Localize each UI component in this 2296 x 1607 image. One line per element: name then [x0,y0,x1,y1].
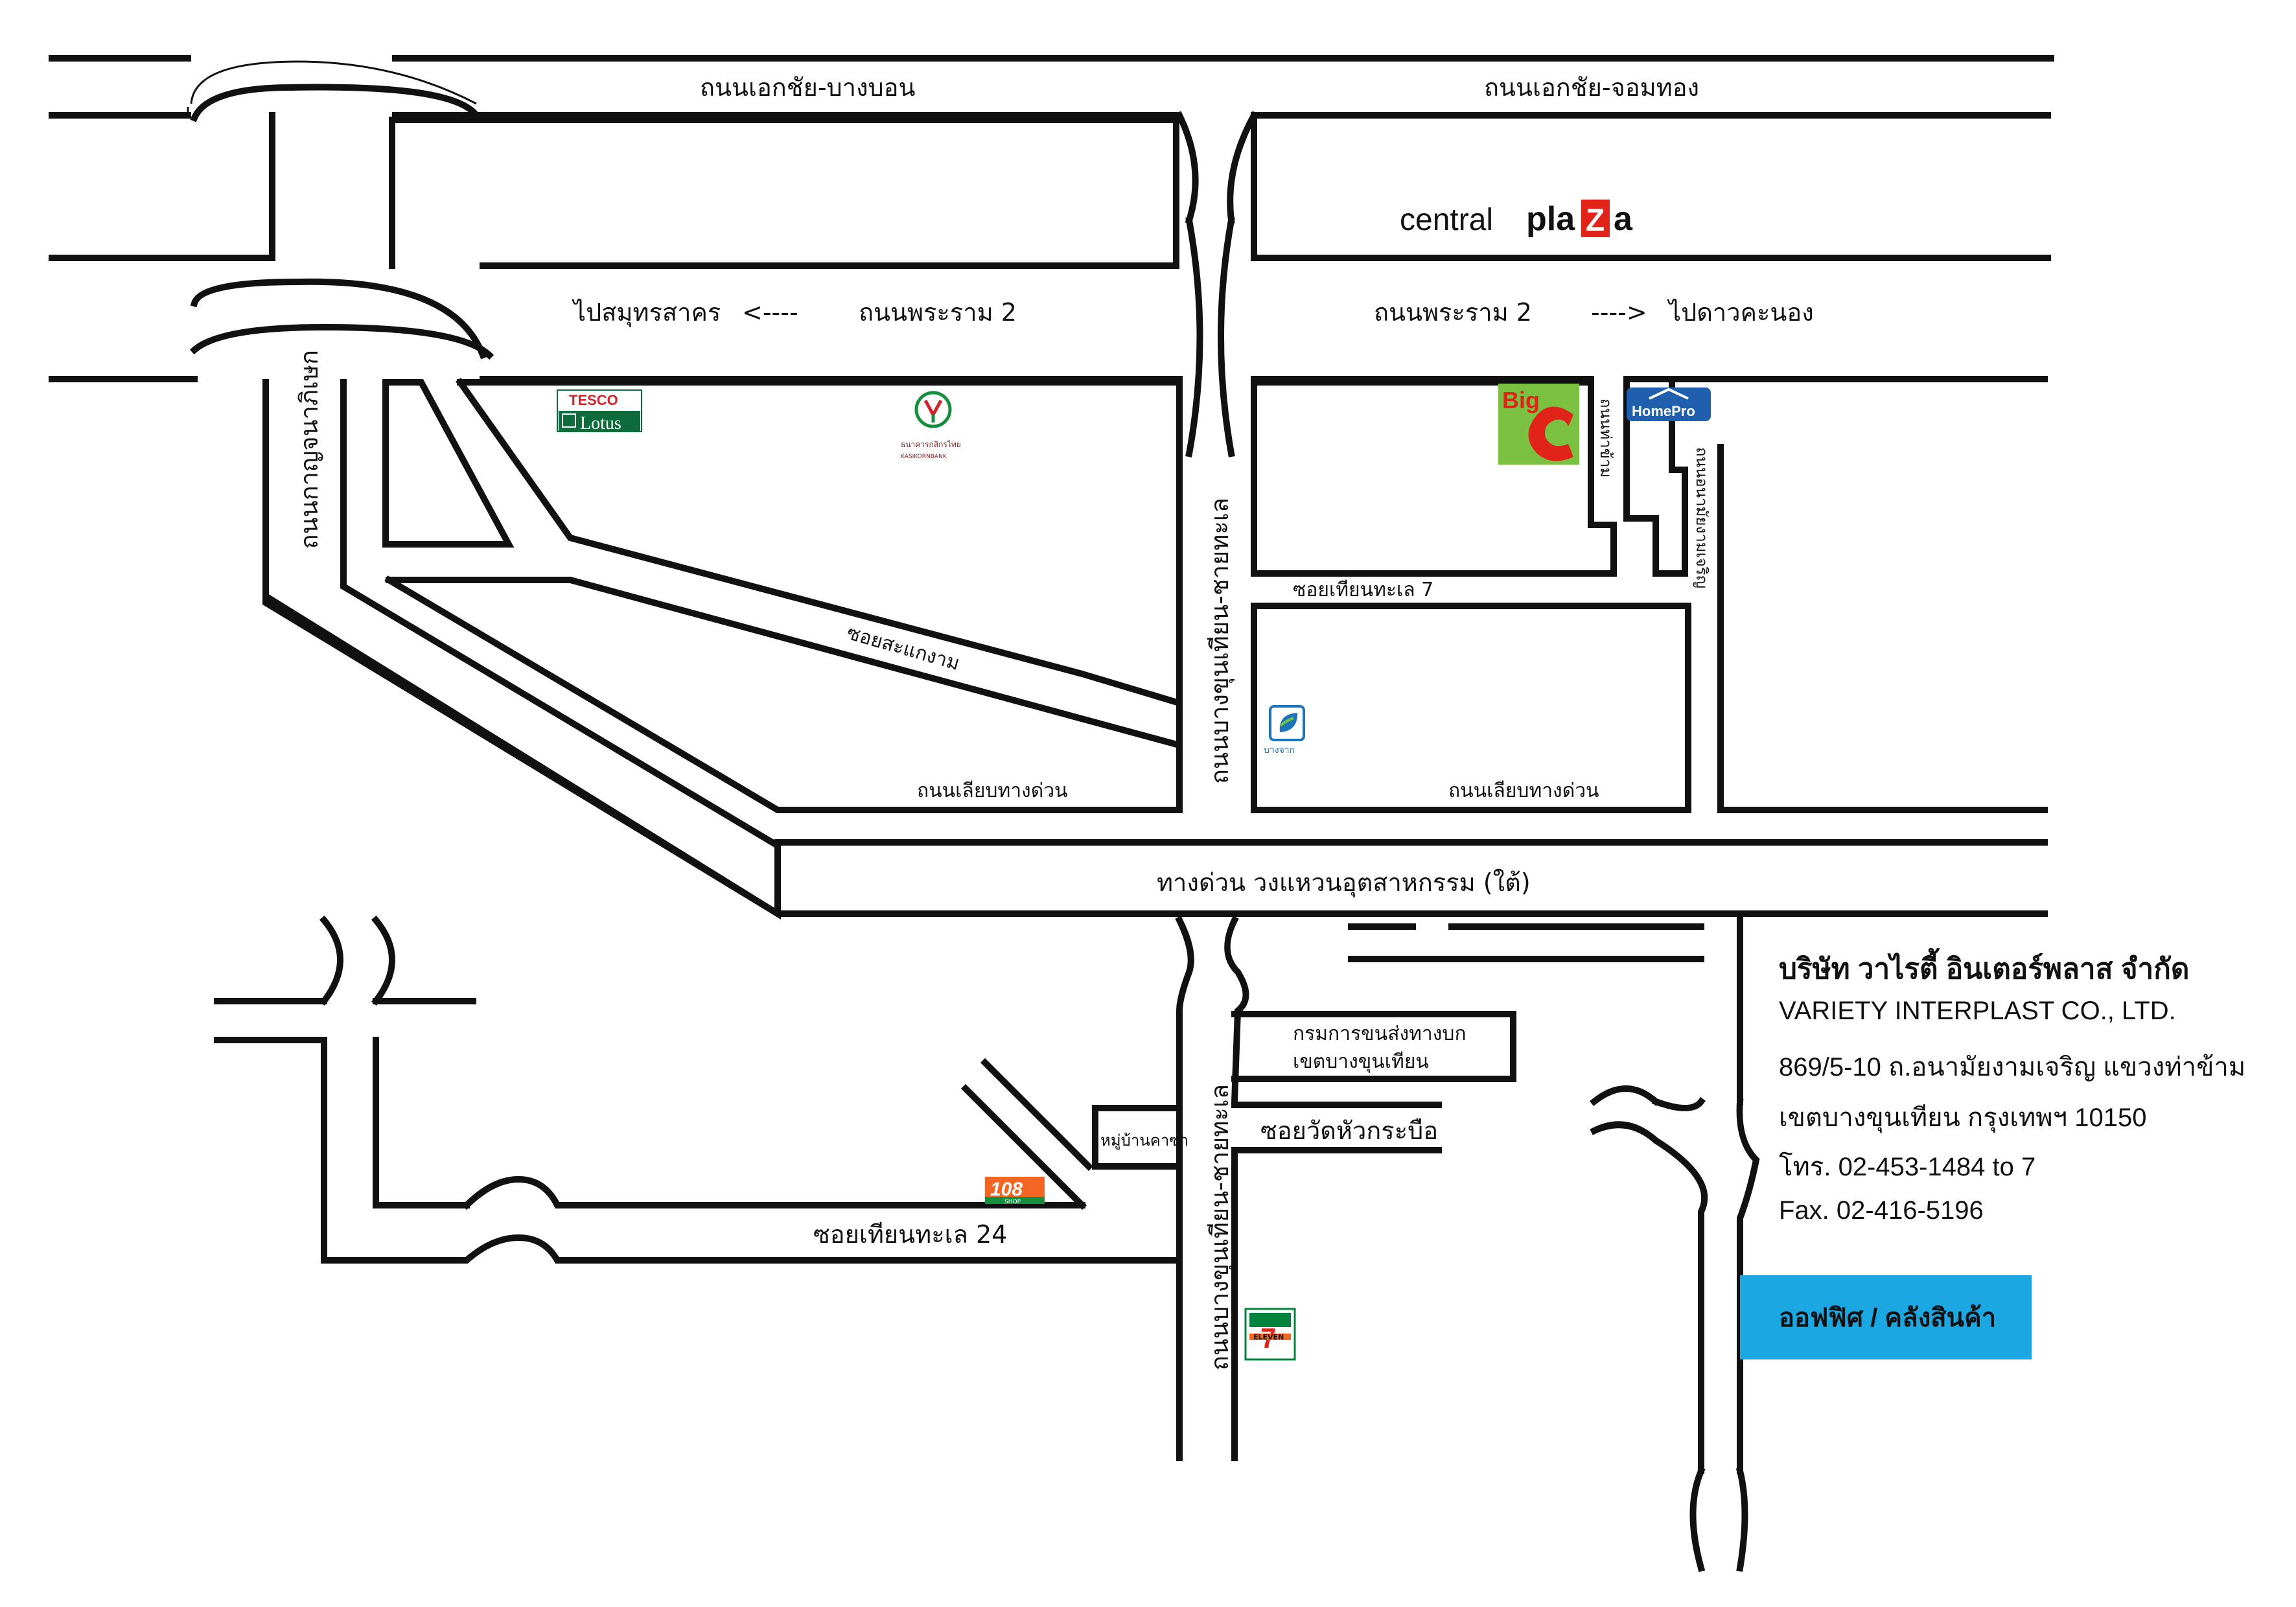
kanchanaphisek-overpass [189,60,494,360]
shop108-sub-text: SHOP [1004,1199,1021,1205]
seven-text: ELEVEN [1253,1333,1284,1341]
central-plaza-text-b: pla [1526,200,1575,238]
block-bangchak [1251,603,1691,813]
label-soi-wat-hua-krabue: ซอยวัดหัวกระบือ [1260,1116,1438,1145]
label-frontage-right: ถนนเลียบทางด่วน [1448,780,1599,802]
label-rama2-left: ถนนพระราม 2 [859,298,1017,327]
label-ekkachai-chomthong: ถนนเอกชัย-จอมทอง [1484,73,1699,102]
label-bangkhunthian-lower: ถนนบางขุนเทียน-ชายทะเล [1205,1084,1235,1370]
homepro-text: HomePro [1632,403,1695,419]
label-expressway: ทางด่วน วงแหวนอุตสาหกรรม (ใต้) [1157,868,1531,897]
kasikorn-bank-logo: ธนาคารกสิกรไทย KASIKORNBANK [901,391,961,460]
company-address-1: 869/5-10 ถ.อนามัยงามเจริญ แขวงท่าข้าม [1779,1053,2246,1081]
company-address-2: เขตบางขุนเทียน กรุงเทพฯ 10150 [1779,1104,2147,1132]
label-to-daokhanong: ไปดาวคะนอง [1667,298,1814,327]
homepro-logo: HomePro [1627,387,1711,421]
central-plaza-z-box [1581,200,1610,237]
lower-roads [214,915,1760,1573]
bangkhunthian-overpass [1175,111,1258,457]
dlt-line1: กรมการขนส่งทางบก [1293,1023,1467,1045]
tesco-lotus-logo: TESCO Lotus [557,389,642,434]
village-text: หมู่บ้านคาซ่า [1100,1131,1189,1150]
bangchak-text: บางจาก [1264,745,1295,756]
kbank-name: ธนาคารกสิกรไทย [901,440,961,449]
label-to-samutsakhon: ไปสมุทรสาคร [572,298,721,327]
block-ekkachai-rama2-right [1251,117,2051,261]
label-frontage-left: ถนนเลียบทางด่วน [917,780,1068,802]
central-plaza-text-c: Z [1586,203,1605,238]
shop108-logo: 108 SHOP [985,1177,1045,1205]
kbank-en: KASIKORNBANK [901,454,947,460]
label-arrow-right: ----> [1591,298,1647,327]
road-labels: ถนนเอกชัย-บางบอน ถนนเอกชัย-จอมทอง ไปสมุท… [295,73,1814,1370]
seven-eleven-logo: 7 ELEVEN [1244,1308,1296,1361]
label-ekkachai-bangbon: ถนนเอกชัย-บางบอน [700,73,916,102]
dlt-line2: เขตบางขุนเทียน [1293,1050,1429,1074]
office-label: ออฟฟิศ / คลังสินค้า [1779,1304,1997,1332]
label-soi-thian-thale-7: ซอยเทียนทะเล 7 [1293,579,1433,601]
dlt-office-label: กรมการขนส่งทางบก เขตบางขุนเทียน [1293,1023,1467,1074]
central-plaza-text-a: central [1400,203,1493,237]
label-rama2-right: ถนนพระราม 2 [1374,298,1532,327]
village-label: หมู่บ้านคาซ่า [1100,1131,1189,1150]
lotus-text: Lotus [580,413,621,434]
label-kanchanaphisek: ถนนกาญจนาภิเษก [295,350,323,549]
central-plaza-logo: central pla Z a [1400,200,1633,238]
company-name-en: VARIETY INTERPLAST CO., LTD. [1779,997,2176,1025]
label-soi-thian-thale-24: ซอยเทียนทะเล 24 [813,1220,1007,1249]
label-arrow-left: <---- [742,298,798,327]
bigc-logo: Big [1498,384,1579,465]
company-name-th: บริษัท วาไรตี้ อินเตอร์พลาส จำกัด [1779,953,2190,985]
label-road-near-bigc: ถนนท่าข้าม [1597,399,1615,478]
block-ekkachai-rama2-left [49,112,1179,269]
company-fax: Fax. 02-416-5196 [1779,1196,1984,1225]
bigc-text: Big [1502,387,1540,413]
bangchak-logo: บางจาก [1264,705,1305,756]
label-bangkhunthian-upper: ถนนบางขุนเทียน-ชายทะเล [1205,498,1235,784]
office-warehouse-marker: ออฟฟิศ / คลังสินค้า [1740,1275,2032,1359]
shop108-text: 108 [990,1179,1023,1200]
tesco-text: TESCO [569,392,618,408]
ekkachai-road [49,55,2054,119]
company-phone: โทร. 02-453-1484 to 7 [1779,1153,2036,1181]
label-road-anamai: ถนนอนามัยงามเจริญ [1693,447,1711,588]
expressway-road [262,596,2048,917]
central-plaza-text-d: a [1614,200,1633,238]
block-bigc [1251,379,2048,813]
